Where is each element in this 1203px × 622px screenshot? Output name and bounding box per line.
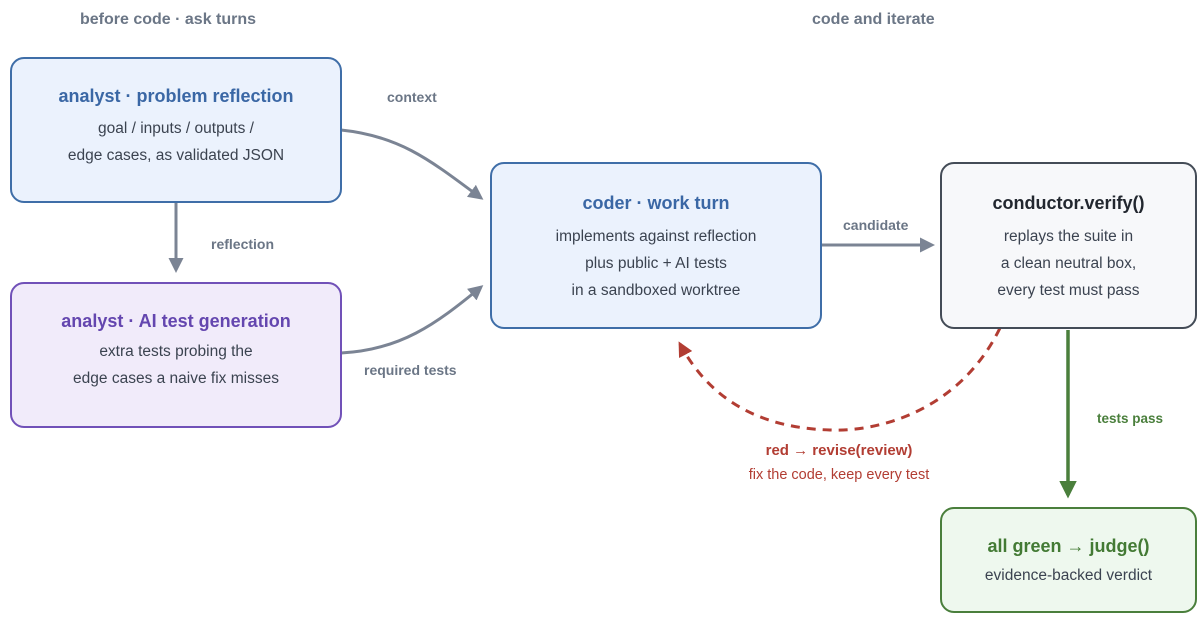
node-problem-reflection: analyst · problem reflection goal / inpu…	[10, 57, 342, 203]
node-line: replays the suite in	[1003, 228, 1134, 245]
edge-label-tests-pass: tests pass	[1097, 411, 1164, 426]
node-line: edge cases a naive fix misses	[73, 370, 279, 387]
edge-label-candidate: candidate	[843, 217, 909, 233]
node-title: conductor.verify()	[992, 193, 1145, 213]
edge-revise-loop	[678, 327, 1002, 432]
node-line: in a sandboxed worktree	[571, 282, 741, 299]
edge-label-context: context	[387, 89, 437, 105]
node-line: evidence-backed verdict	[984, 567, 1153, 584]
node-title: analyst · problem reflection	[58, 86, 294, 106]
node-ai-test-generation: analyst · AI test generation extra tests…	[10, 282, 342, 428]
node-line: goal / inputs / outputs /	[98, 120, 254, 137]
node-title: coder · work turn	[582, 193, 730, 213]
node-coder-work-turn: coder · work turn implements against ref…	[490, 162, 822, 329]
node-line: edge cases, as validated JSON	[67, 147, 285, 164]
edge-label-reflection: reflection	[211, 236, 275, 252]
node-line: extra tests probing the	[99, 343, 253, 360]
section-title-code-and-iterate: code and iterate	[812, 11, 935, 28]
node-line: a clean neutral box,	[1000, 255, 1137, 272]
node-line: every test must pass	[997, 282, 1140, 299]
edge-label-revise-subtitle: fix the code, keep every test	[748, 467, 930, 483]
edge-label-required-tests: required tests	[364, 362, 457, 378]
edge-context-to-coder	[340, 128, 484, 200]
section-title-before-code: before code · ask turns	[80, 11, 257, 28]
node-line: implements against reflection	[555, 228, 757, 245]
edge-required-tests-to-coder	[340, 285, 484, 355]
node-title: analyst · AI test generation	[61, 311, 291, 331]
node-title: all green → judge()	[987, 536, 1150, 556]
node-line: plus public + AI tests	[585, 255, 727, 272]
edge-label-revise-title: red → revise(review)	[765, 442, 913, 459]
node-conductor-verify: conductor.verify() replays the suite in …	[940, 162, 1197, 329]
node-judge: all green → judge() evidence-backed verd…	[940, 507, 1197, 613]
